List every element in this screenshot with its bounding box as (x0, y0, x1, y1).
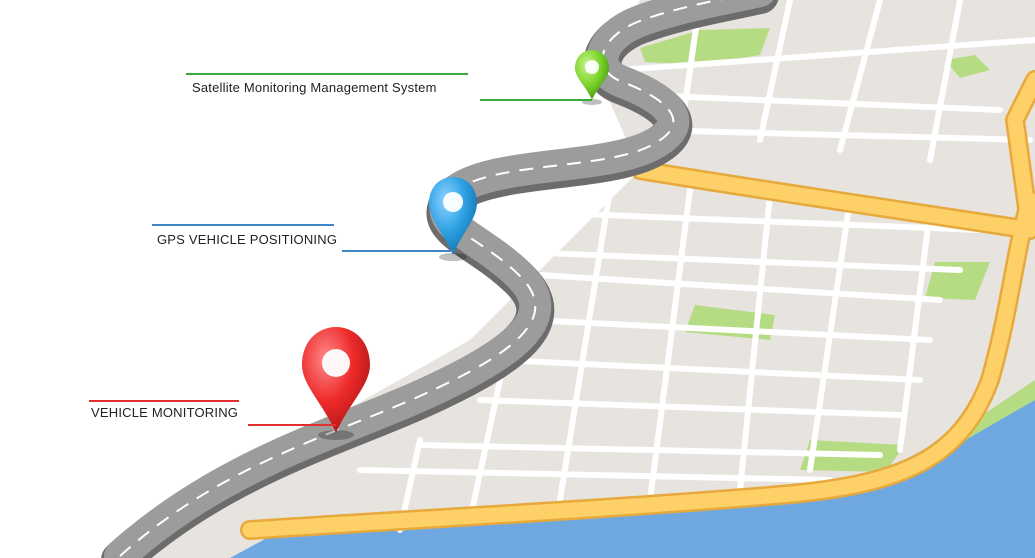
map-highway (240, 70, 1035, 540)
satellite-callout-label: Satellite Monitoring Management System (192, 80, 437, 95)
map-pin-icon (302, 327, 370, 440)
vehicle-callout-label: VEHICLE MONITORING (91, 405, 239, 420)
satellite-callout-top-line (186, 73, 468, 75)
vehicle-callout-top-line (89, 400, 239, 402)
satellite-callout-pointer-line (480, 99, 592, 101)
winding-road (101, 0, 779, 558)
park-area (640, 28, 770, 65)
gps-callout-label: GPS VEHICLE POSITIONING (157, 232, 338, 247)
map-water (230, 400, 1035, 558)
gps-callout-top-line (152, 224, 334, 226)
park-area (945, 55, 990, 78)
vehicle-callout-pointer-line (248, 424, 336, 426)
map-pin-icon (575, 50, 609, 105)
map-pin-icon (429, 177, 477, 261)
gps-callout-pointer-line (342, 250, 454, 252)
